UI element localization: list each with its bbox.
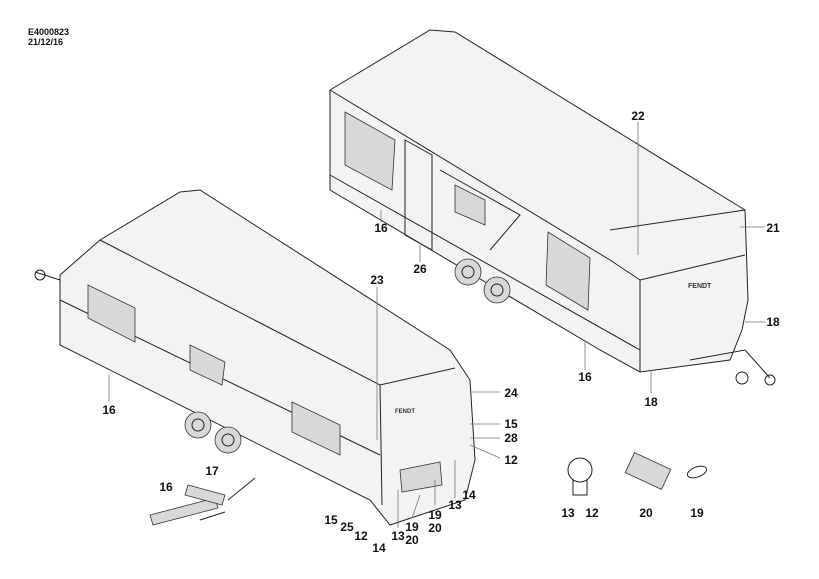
side-marker-lamp-parts [149,477,256,526]
callout-13: 13 [448,498,462,512]
callout-13: 13 [561,506,575,520]
fendt-logo-rear: FENDT [395,409,415,415]
callout-20: 20 [428,521,442,535]
leader-lines [108,122,765,528]
callout-16: 16 [578,370,592,384]
callout-12: 12 [585,506,599,520]
callout-16: 16 [374,221,388,235]
seal-icon [686,465,708,479]
bulb-icon [567,457,593,496]
callout-24: 24 [504,386,518,400]
callout-21: 21 [766,221,780,235]
callout-14: 14 [372,541,386,555]
callout-28: 28 [504,431,518,445]
caravan-rear-view: FENDT [34,189,476,526]
callout-19: 19 [405,520,419,534]
callout-20: 20 [405,533,419,547]
callout-22: 22 [631,109,645,123]
callout-15: 15 [504,417,518,431]
callout-13: 13 [391,529,405,543]
callout-17: 17 [205,464,219,478]
callout-19: 19 [690,506,704,520]
callout-26: 26 [413,262,427,276]
callout-16: 16 [102,403,116,417]
fendt-logo: FENDT [688,283,712,290]
callout-18: 18 [644,395,658,409]
callout-12: 12 [354,529,368,543]
callout-14: 14 [462,488,476,502]
callout-20: 20 [639,506,653,520]
callout-25: 25 [340,520,354,534]
callout-16: 16 [159,480,173,494]
callout-12: 12 [504,453,518,467]
drawing-code: E4000823 [28,27,70,37]
callout-labels: 22 21 16 26 23 18 16 18 24 15 28 12 16 1… [102,109,780,555]
callout-19: 19 [428,508,442,522]
callout-15: 15 [324,513,338,527]
callout-18: 18 [766,315,780,329]
caravan-front-view: FENDT [329,29,776,386]
drawing-date: 21/12/16 [28,37,64,47]
reflector-icon [624,452,672,490]
callout-23: 23 [370,273,384,287]
